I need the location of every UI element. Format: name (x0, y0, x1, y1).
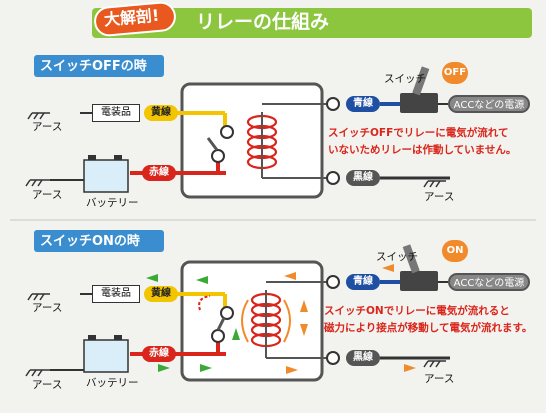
blue-label-on: 青線 (346, 274, 380, 290)
terminal-black-off (326, 171, 340, 185)
black-label-off: 黒線 (346, 170, 380, 186)
on-heading: スイッチONの時 (40, 234, 140, 249)
ground-symbol-on-bottom (25, 369, 84, 377)
magnetic-field-on (241, 299, 291, 343)
arm-motion-arrow (198, 295, 211, 311)
device-box-on: 電装品 (92, 285, 140, 303)
battery-label-off: バッテリー (86, 197, 139, 209)
switch-body-on (400, 271, 438, 291)
ground-symbol-on-right (423, 360, 446, 368)
contact-bottom-off (211, 149, 225, 163)
switch-label-off: スイッチ (384, 73, 426, 85)
switch-lever-on (402, 244, 420, 274)
ground-label-on-top: アース (32, 302, 63, 314)
switch-body-off (400, 93, 438, 113)
on-message-line1: スイッチONでリレーに電気が流れると (324, 305, 510, 317)
off-state-badge: OFF (442, 62, 468, 84)
switch-lever-off (412, 66, 430, 96)
acc-box-off: ACCなどの電源 (448, 95, 530, 113)
terminal-blue-on (326, 275, 340, 289)
terminal-blue-off (326, 97, 340, 111)
ground-label-off-bottom: アース (32, 189, 63, 201)
relay-body-off (180, 82, 324, 199)
green-arrows-on (146, 274, 240, 372)
ground-label-off-right: アース (424, 191, 455, 203)
red-label-off: 赤線 (142, 165, 176, 181)
on-message-line2: 磁力により接点が移動して電気が流れます。 (324, 322, 533, 334)
off-heading: スイッチOFFの時 (40, 59, 147, 74)
battery-on (83, 339, 129, 373)
on-heading-bar (34, 230, 164, 252)
ground-symbol-off-top (27, 112, 50, 120)
orange-arrows-on (284, 264, 416, 374)
contact-top-on (220, 306, 234, 320)
ground-label-on-right: アース (424, 373, 455, 385)
contact-bottom-on (211, 329, 225, 343)
ground-symbol-on-top (27, 293, 50, 301)
off-message-line2: いないためリレーは作動していません。 (328, 144, 517, 156)
off-heading-bar (34, 55, 164, 77)
off-message-line1: スイッチOFFでリレーに電気が流れて (328, 127, 509, 139)
red-label-on: 赤線 (142, 346, 176, 362)
terminal-black-on (326, 351, 340, 365)
device-box-off: 電装品 (92, 104, 140, 122)
ground-symbol-off-right (423, 180, 446, 188)
switch-arm-on (216, 317, 226, 331)
yellow-label-on: 黄線 (144, 286, 178, 302)
on-state-badge: ON (442, 240, 468, 262)
switch-label-on: スイッチ (376, 251, 418, 263)
yellow-label-off: 黄線 (144, 105, 178, 121)
battery-off (83, 159, 129, 193)
contact-top-off (220, 125, 234, 139)
blue-label-off: 青線 (346, 96, 380, 112)
switch-arm-off (206, 137, 219, 151)
black-label-on: 黒線 (346, 350, 380, 366)
ground-symbol-off-bottom (25, 179, 84, 187)
acc-box-on: ACCなどの電源 (448, 273, 530, 291)
ground-label-on-bottom: アース (32, 379, 63, 391)
page-title: リレーの仕組み (196, 11, 330, 33)
battery-label-on: バッテリー (86, 377, 139, 389)
ground-label-off-top: アース (32, 121, 63, 133)
